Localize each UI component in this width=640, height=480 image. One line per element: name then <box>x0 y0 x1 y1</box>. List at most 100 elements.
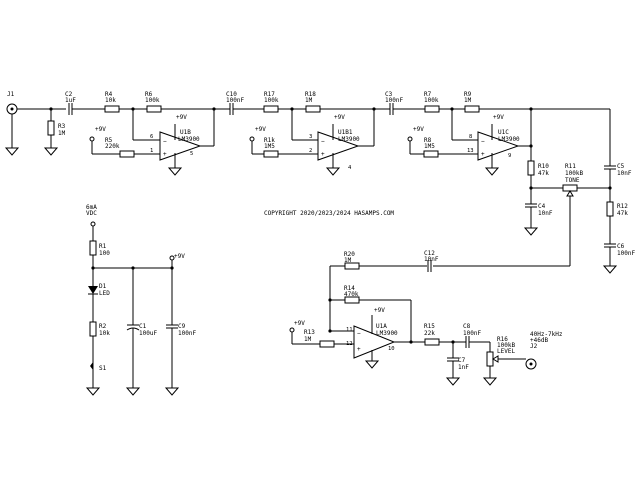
r16-ref: R16 <box>497 336 508 343</box>
svg-text:+: + <box>357 346 361 353</box>
opamp-u1b1: − + +9V 3 2 4 U1B1 LM3900 <box>291 109 360 176</box>
svg-text:+: + <box>321 151 325 158</box>
r3-ref: R3 <box>58 123 66 130</box>
opamp-u1c: − + +9V 8 13 9 U1C LM3900 <box>451 109 520 176</box>
resistor-r5: +9V R5 220k <box>89 126 160 158</box>
r11-val: 100kB <box>565 170 583 177</box>
c8-ref: C8 <box>463 323 471 330</box>
pin-label: 8 <box>469 134 472 140</box>
r8-val: 1M5 <box>424 143 435 150</box>
r12-ref: R12 <box>617 203 628 210</box>
c6-val: 100nF <box>617 250 635 257</box>
resistor-r6: R6 100k <box>145 91 162 113</box>
svg-text:+: + <box>163 151 167 158</box>
r7-val: 100k <box>424 97 439 104</box>
c12-ref: C12 <box>424 250 435 257</box>
supply-label: +9V <box>95 126 106 133</box>
resistor-r9: R9 1M <box>464 91 480 113</box>
resistor-r4: R4 10k <box>104 91 120 113</box>
j2-gain: +46dB <box>530 337 548 344</box>
vdc-label: VDC <box>86 210 97 217</box>
capacitor-c5: C5 10nF <box>604 109 632 202</box>
c6-ref: C6 <box>617 243 625 250</box>
pin-label: 1 <box>150 148 153 154</box>
switch-s1: S1 <box>85 360 107 396</box>
c9-val: 100nF <box>178 330 196 337</box>
pin-label: 3 <box>309 134 312 140</box>
resistor-r13: +9V R13 1M <box>289 320 354 348</box>
r15-ref: R15 <box>424 323 435 330</box>
r18-val: 1M <box>305 97 313 104</box>
r5-ref: R5 <box>105 137 113 144</box>
r2-ref: R2 <box>99 323 107 330</box>
supply-label: +9V <box>176 114 187 121</box>
c12-val: 10nF <box>424 256 439 263</box>
r4-ref: R4 <box>105 91 113 98</box>
svg-text:−: − <box>321 138 325 145</box>
copyright-text: COPYRIGHT 2020/2023/2024 HASAMPS.COM <box>264 210 394 217</box>
capacitor-c9: C9 100nF <box>164 268 196 396</box>
resistor-r8: +9V R8 1M5 <box>407 126 478 158</box>
u1c-val: LM3900 <box>498 136 520 143</box>
c2-ref: C2 <box>65 91 73 98</box>
resistor-r10: R10 47k <box>527 146 549 204</box>
resistor-r7: R7 100k <box>424 91 440 113</box>
c5-ref: C5 <box>617 163 625 170</box>
r7-ref: R7 <box>424 91 432 98</box>
jack-j1: J1 <box>4 91 20 156</box>
resistor-r20: R20 1M <box>344 251 360 270</box>
r9-ref: R9 <box>464 91 472 98</box>
c7-val: 1nF <box>458 364 469 371</box>
r11-ref: R11 <box>565 163 576 170</box>
d1-val: LED <box>99 290 110 297</box>
r16-name: LEVEL <box>497 348 515 355</box>
r10-ref: R10 <box>538 163 549 170</box>
supply-label: +9V <box>413 126 424 133</box>
r20-val: 1M <box>344 257 352 264</box>
c4-val: 10nF <box>538 210 553 217</box>
power-input: 6mA VDC <box>86 204 97 241</box>
r1-val: 100 <box>99 250 110 257</box>
resistor-r1: R1 100 <box>89 240 110 257</box>
r16-val: 100kB <box>497 342 515 349</box>
c10-ref: C10 <box>226 91 237 98</box>
capacitor-c2: C2 1uF <box>65 91 76 115</box>
capacitor-c7: C7 1nF <box>445 342 469 386</box>
r17-val: 100k <box>264 97 279 104</box>
c10-val: 100nF <box>226 97 244 104</box>
r13-val: 1M <box>304 336 312 343</box>
u1b1-val: LM3900 <box>338 136 360 143</box>
r9-val: 1M <box>464 97 472 104</box>
c1-ref: C1 <box>139 323 147 330</box>
led-d1: D1 LED <box>88 283 110 322</box>
capacitor-c3: C3 100nF <box>374 91 403 115</box>
supply-label: +9V <box>174 253 185 260</box>
j2-freq: 40Hz-7kHz <box>530 331 563 338</box>
resistor-r14: R14 470k <box>330 285 412 342</box>
supply-label: +9V <box>493 114 504 121</box>
resistor-r12: R12 47k <box>606 201 628 244</box>
c8-val: 100nF <box>463 330 481 337</box>
r13-ref: R13 <box>304 329 315 336</box>
capacitor-c10: C10 100nF <box>214 91 244 115</box>
opamp-u1a: − + +9V 11 12 10 U1A LM3900 <box>330 307 398 369</box>
resistor-r1k: +9V R1k 1M5 <box>249 126 318 158</box>
capacitor-c6: C6 100nF <box>602 243 635 274</box>
r3-val: 1M <box>58 130 66 137</box>
c4-ref: C4 <box>538 203 546 210</box>
r18-ref: R18 <box>305 91 316 98</box>
capacitor-c1: C1 100uF <box>125 268 157 396</box>
potentiometer-r16: R16 100kB LEVEL <box>482 336 515 386</box>
r1k-val: 1M5 <box>264 143 275 150</box>
c1-val: 100uF <box>139 330 157 337</box>
resistor-r17: R17 100k <box>263 91 279 113</box>
pin-label: 11 <box>346 327 353 333</box>
s1-ref: S1 <box>99 365 107 372</box>
svg-text:+: + <box>481 151 485 158</box>
supply-label: +9V <box>334 114 345 121</box>
potentiometer-r11: R11 100kB TONE <box>562 163 610 266</box>
pin-label: 2 <box>309 148 312 154</box>
pin-label: 6 <box>150 134 153 140</box>
r14-ref: R14 <box>344 285 355 292</box>
r10-val: 47k <box>538 170 549 177</box>
